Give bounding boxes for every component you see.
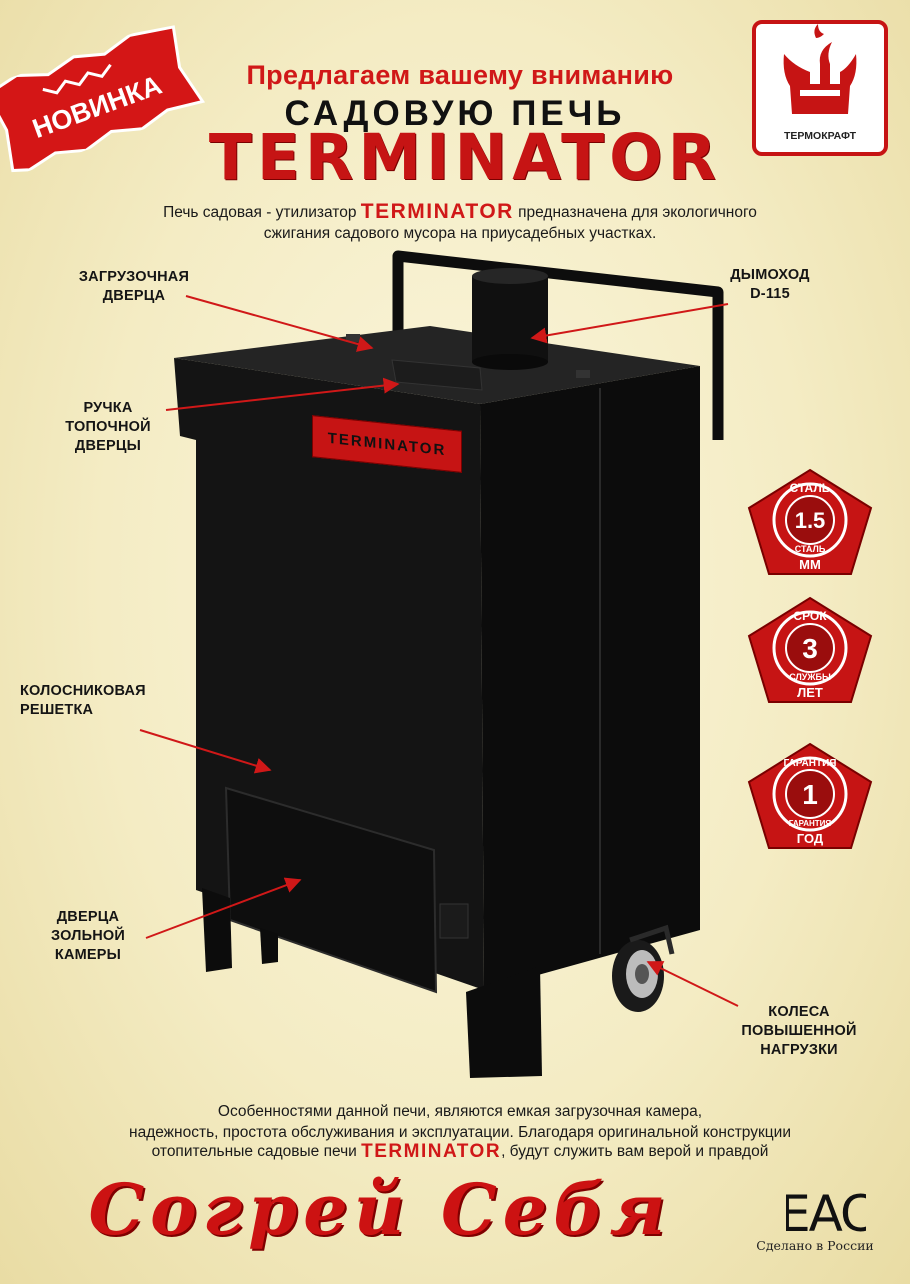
svg-text:СЛУЖБЫ: СЛУЖБЫ <box>789 672 831 682</box>
svg-text:3: 3 <box>802 633 818 664</box>
header-line-1: Предлагаем вашему вниманию <box>246 60 674 90</box>
stove-illustration <box>174 250 724 1078</box>
svg-text:ЛЕТ: ЛЕТ <box>797 685 823 700</box>
label-grate: КОЛОСНИКОВАЯ РЕШЕТКА <box>20 683 146 718</box>
intro-text-2: предназначена для экологичного <box>518 204 757 221</box>
outro-line-2: надежность, простота обслуживания и эксп… <box>129 1124 791 1141</box>
label-ash-door: ДВЕРЦА ЗОЛЬНОЙ КАМЕРЫ <box>51 909 125 963</box>
brand-logo <box>752 20 888 156</box>
svg-text:ММ: ММ <box>799 557 821 572</box>
warranty-badge: ГАРАНТИЯ 1 ГАРАНТИЯ ГОД <box>747 742 873 849</box>
intro-brand: TERMINATOR <box>360 200 514 223</box>
logo-caption: ТЕРМОКРАФТ <box>784 130 856 142</box>
eac-certification-mark: EAC <box>786 1185 866 1239</box>
flame-icon <box>783 24 857 114</box>
svg-text:EAC: EAC <box>786 1185 866 1239</box>
new-product-banner: НОВИНКА <box>0 25 206 173</box>
made-in-russia: Сделано в России <box>756 1238 874 1253</box>
svg-text:СРОК: СРОК <box>793 609 827 623</box>
slogan: Согрей Себя <box>88 1168 672 1251</box>
svg-text:1: 1 <box>802 779 818 810</box>
svg-text:1.5: 1.5 <box>795 508 826 533</box>
intro-line-2: сжигания садового мусора на приусадебных… <box>263 225 657 242</box>
steel-thickness-badge: СТАЛЬ 1.5 СТАЛЬ ММ <box>747 468 873 575</box>
svg-text:СТАЛЬ: СТАЛЬ <box>790 481 831 495</box>
intro-text: Печь садовая - утилизатор <box>163 204 357 221</box>
outro-line-3: отопительные садовые печи TERMINATOR, бу… <box>151 1141 769 1162</box>
svg-text:ГОД: ГОД <box>797 831 824 846</box>
svg-text:ГАРАНТИЯ: ГАРАНТИЯ <box>789 819 832 828</box>
header-brand: TERMINATOR <box>208 121 722 194</box>
svg-text:ГАРАНТИЯ: ГАРАНТИЯ <box>784 758 837 769</box>
intro-line-1: Печь садовая - утилизатор TERMINATOR пре… <box>60 200 860 224</box>
service-life-badge: СРОК 3 СЛУЖБЫ ЛЕТ <box>747 596 873 703</box>
svg-text:СТАЛЬ: СТАЛЬ <box>795 544 826 554</box>
header-line-2: САДОВУЮ ПЕЧЬ <box>284 94 626 133</box>
outro-line-1: Особенностями данной печи, являются емка… <box>217 1103 703 1120</box>
label-wheels: КОЛЕСА ПОВЫШЕННОЙ НАГРУЗКИ <box>741 1004 857 1058</box>
label-handle: РУЧКА ТОПОЧНОЙ ДВЕРЦЫ <box>65 400 151 454</box>
label-chimney: ДЫМОХОД D-115 <box>730 267 810 302</box>
label-loading-door: ЗАГРУЗОЧНАЯ ДВЕРЦА <box>78 269 190 304</box>
outro-brand: TERMINATOR <box>361 1141 502 1162</box>
